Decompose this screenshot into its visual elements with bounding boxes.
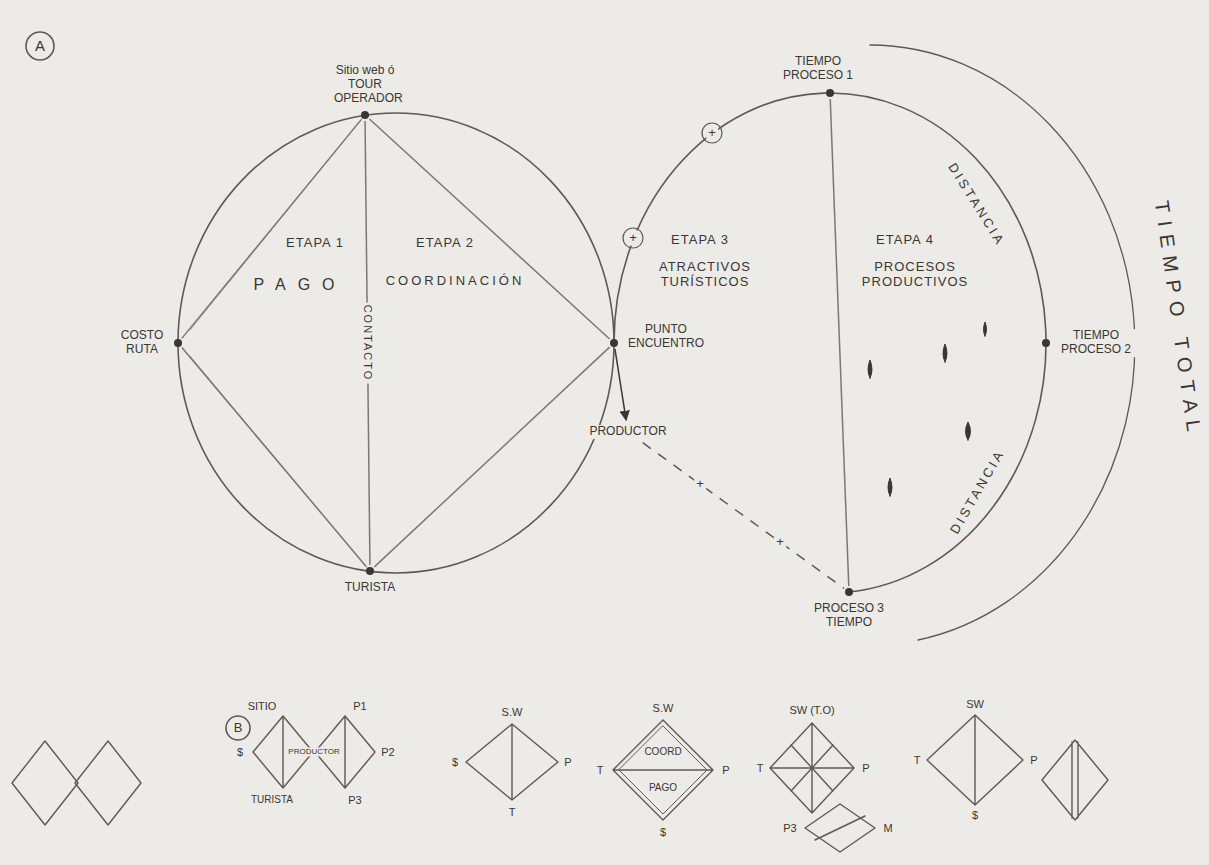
sketch-label: P (1028, 754, 1039, 767)
letter-circle (226, 716, 250, 740)
route-point: PROCESO 3 TIEMPO (845, 588, 853, 596)
sketch-label: B (232, 721, 245, 736)
sketch-label: PAGO (647, 782, 679, 794)
sketch-label: P (562, 756, 573, 769)
sketch-label: T (912, 754, 923, 767)
sketch-label: SITIO (246, 700, 279, 713)
sketch-label: ETAPA 1 (284, 236, 346, 251)
mini-diamond (619, 726, 707, 814)
mini-diamond (927, 715, 1023, 805)
sketch-label: P1 (351, 700, 368, 713)
point-label: TIEMPO PROCESO 2 (1056, 329, 1136, 357)
sketch-label: PROCESOS PRODUCTIVOS (855, 260, 975, 290)
mini-sketches (12, 715, 1108, 852)
sketch-label: P2 (379, 746, 396, 759)
point-label: PROCESO 3 TIEMPO (809, 602, 889, 630)
flame-mark (888, 478, 892, 496)
flame-marks (868, 322, 987, 496)
point-label: Sitio web ó TOUR OPERADOR (332, 64, 398, 105)
sketch-label: P3 (781, 822, 798, 835)
sketch-label: PRODUCTOR (286, 747, 341, 756)
sketch-label: TURISTA (249, 794, 295, 806)
sketch-label: $ (235, 746, 245, 759)
plus-circle (702, 123, 722, 143)
text-point: PRODUCTOR (585, 423, 670, 441)
sketch-label: ETAPA 3 (669, 233, 731, 248)
route-point: TIEMPO PROCESO 2 (1042, 339, 1050, 347)
left-circle (178, 113, 614, 573)
sketch-label: SW (964, 698, 986, 711)
connector-line (830, 99, 849, 586)
sketch-label: ETAPA 2 (414, 236, 476, 251)
connector-line (369, 119, 609, 339)
mini-diamond (805, 804, 875, 852)
connector-label: CONTACTO (361, 303, 374, 384)
sketch-label: S.W (651, 702, 676, 715)
flame-mark (984, 322, 987, 336)
sketch-label: T (755, 762, 766, 775)
connector-line (374, 347, 609, 567)
sketch-label: P (860, 762, 871, 775)
point-label: TIEMPO PROCESO 1 (778, 55, 858, 83)
sketch-label: T (595, 764, 606, 777)
connector-line (182, 120, 361, 339)
route-point: TIEMPO PROCESO 1 (826, 89, 834, 97)
connector-line (643, 443, 844, 589)
sketch-label: T (507, 806, 518, 819)
letter-circle (26, 32, 54, 60)
sketch-label: S.W (500, 706, 525, 719)
flame-mark (868, 360, 872, 378)
plus-circle (623, 228, 643, 248)
mini-diamond (12, 741, 78, 825)
mini-diamond (75, 741, 141, 825)
sketch-label: ETAPA 4 (874, 233, 936, 248)
route-point: COSTO RUTA (174, 339, 182, 347)
sketch-label: P (720, 764, 731, 777)
sketch-label: M (881, 822, 894, 835)
point-label: PUNTO ENCUENTRO (624, 323, 708, 351)
route-point: TURISTA (366, 567, 374, 575)
sketch-label: + (694, 477, 706, 492)
sketch-label: ATRACTIVOS TURÍSTICOS (648, 260, 763, 290)
sketch-label: SW (T.O) (787, 704, 836, 717)
sketch-label: PAGO (251, 276, 348, 294)
point-label: COSTO RUTA (116, 329, 168, 357)
sketch-label: + (706, 126, 718, 141)
mini-diamond (770, 723, 854, 813)
mini-diamond (613, 720, 713, 820)
sketch-label: + (627, 231, 639, 246)
route-point: Sitio web ó TOUR OPERADOR (361, 111, 369, 119)
sketch-label: COORDINACIÓN (384, 274, 527, 289)
mini-diamond (466, 724, 558, 800)
connector-line (615, 349, 626, 420)
sketch-label: $ (970, 809, 980, 822)
sketch-label: P3 (346, 794, 363, 807)
right-arc (614, 93, 1046, 592)
sketch-label: A (33, 37, 47, 54)
sketch-label: DISTANCIA (943, 159, 1008, 251)
mini-diamond (1042, 740, 1108, 820)
sketch-label: TIEMPO TOTAL (1150, 197, 1207, 442)
sketch-label: COORD (642, 746, 683, 758)
connector-line (182, 348, 366, 567)
point-label: PRODUCTOR (587, 425, 668, 439)
route-point: PUNTO ENCUENTRO (610, 339, 618, 347)
point-label: TURISTA (330, 581, 410, 595)
flame-mark (966, 422, 971, 440)
sketch-label: $ (658, 826, 668, 839)
flame-mark (943, 344, 947, 362)
sketch-label: $ (450, 756, 460, 769)
sketch-label: + (774, 535, 786, 550)
